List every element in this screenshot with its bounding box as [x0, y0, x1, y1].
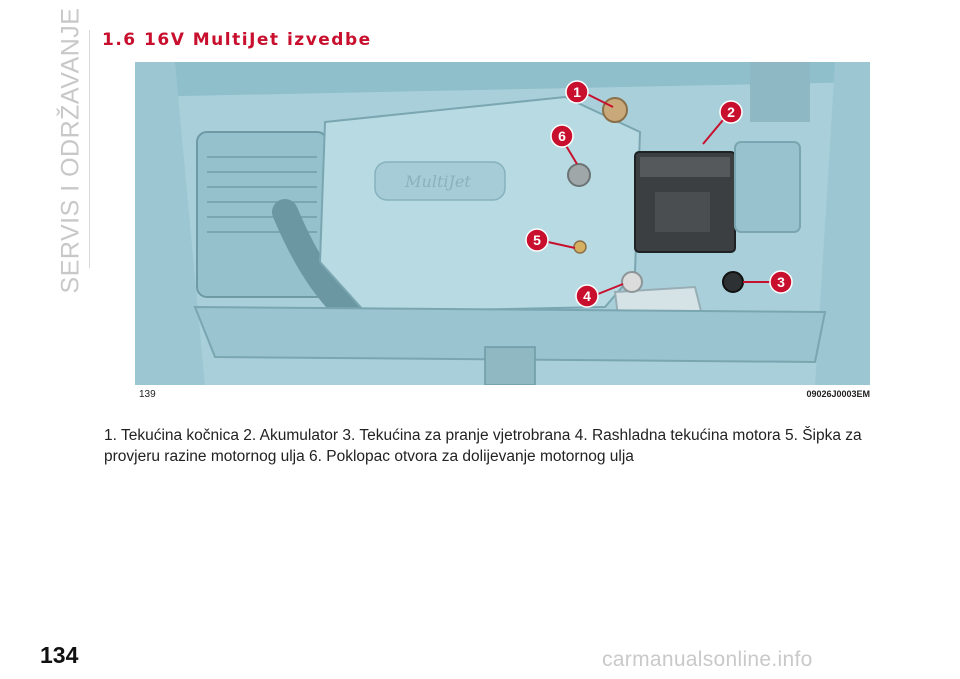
- chapter-side-tab: SERVIS I ODRŽAVANJE: [54, 7, 88, 293]
- brake-fluid-cap: [602, 97, 628, 123]
- page-number: 134: [40, 642, 79, 668]
- oil-filler-cap: [567, 163, 591, 187]
- callout-5: 5: [525, 228, 576, 252]
- callout-1: 1: [565, 80, 614, 108]
- washer-fluid-cap: [722, 271, 744, 293]
- callout-3: 3: [743, 270, 793, 294]
- engine-bay-illustration: MultiJet 1 2 3: [135, 62, 870, 385]
- hood-latch: [484, 346, 536, 385]
- figure-number: 139: [139, 389, 156, 400]
- side-tab-divider: [89, 30, 90, 268]
- svg-text:1: 1: [573, 84, 581, 100]
- cowl-grille: [750, 62, 810, 122]
- front-cross-member: [193, 305, 827, 364]
- watermark: carmanualsonline.info: [602, 648, 813, 671]
- svg-text:6: 6: [558, 128, 566, 144]
- engine-bay-figure: MultiJet 1 2 3: [135, 62, 870, 385]
- svg-text:2: 2: [727, 104, 735, 120]
- engine-badge: MultiJet: [404, 172, 471, 191]
- callout-4: 4: [575, 283, 624, 308]
- figure-legend: 1. Tekućina kočnica 2. Akumulator 3. Tek…: [104, 427, 862, 465]
- svg-text:3: 3: [777, 274, 785, 290]
- figure-caption-row: 139 09026J0003EM: [135, 389, 870, 403]
- chapter-side-tab-label: SERVIS I ODRŽAVANJE: [56, 7, 85, 293]
- figure-code: 09026J0003EM: [806, 389, 870, 399]
- dipstick-handle: [573, 240, 587, 254]
- engine-cover: [318, 95, 642, 314]
- callout-6: 6: [550, 124, 578, 165]
- svg-text:4: 4: [583, 288, 591, 304]
- callout-2: 2: [702, 100, 743, 145]
- svg-text:5: 5: [533, 232, 541, 248]
- section-title: 1.6 16V MultiJet izvedbe: [102, 30, 372, 50]
